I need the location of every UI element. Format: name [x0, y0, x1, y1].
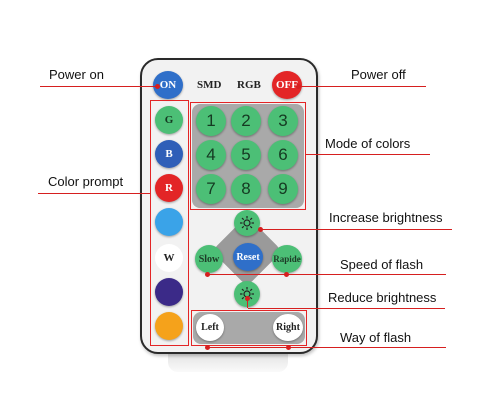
number-button-9[interactable]: 9	[268, 174, 298, 204]
reduce-brightness-dot	[245, 296, 250, 301]
color-prompt-line	[38, 193, 150, 194]
increase-brightness-line	[260, 229, 452, 230]
reduce-brightness-line	[248, 308, 445, 309]
speed-of-flash-line	[207, 274, 446, 275]
number-button-8[interactable]: 8	[231, 174, 261, 204]
rapide-button[interactable]: Rapide	[272, 245, 302, 273]
color-button-white[interactable]: W	[155, 244, 183, 272]
callout-reduce-brightness: Reduce brightness	[328, 290, 437, 305]
reset-button[interactable]: Reset	[233, 243, 263, 271]
smd-label: SMD	[197, 79, 222, 91]
callout-increase-brightness: Increase brightness	[329, 210, 443, 225]
brightness-up-button[interactable]	[234, 210, 260, 236]
speed-of-flash-dot-left	[205, 272, 210, 277]
mode-of-colors-frame	[190, 102, 306, 210]
remote-base-shadow	[168, 354, 288, 372]
color-button-orange[interactable]	[155, 312, 183, 340]
rgb-label: RGB	[237, 79, 261, 91]
way-of-flash-dot-left	[205, 345, 210, 350]
callout-mode-of-colors: Mode of colors	[325, 136, 411, 151]
increase-brightness-dot	[258, 227, 263, 232]
power-on-dot	[155, 84, 160, 89]
power-on-line	[40, 86, 158, 87]
power-off-line	[298, 86, 426, 87]
left-button[interactable]: Left	[196, 314, 224, 341]
number-button-5[interactable]: 5	[231, 140, 261, 170]
power-off-dot	[296, 84, 301, 89]
color-prompt-frame	[150, 100, 189, 346]
callout-speed-of-flash: Speed of flash	[340, 257, 424, 272]
number-button-2[interactable]: 2	[231, 106, 261, 136]
number-button-3[interactable]: 3	[268, 106, 298, 136]
callout-power-off: Power off	[351, 67, 406, 82]
reduce-brightness-vline	[247, 298, 248, 308]
way-of-flash-line	[207, 347, 446, 348]
mode-of-colors-line	[306, 154, 430, 155]
color-button-blue[interactable]: B	[155, 140, 183, 168]
callout-color-prompt: Color prompt	[48, 174, 124, 189]
color-button-light-blue[interactable]	[155, 208, 183, 236]
number-button-6[interactable]: 6	[268, 140, 298, 170]
number-button-1[interactable]: 1	[196, 106, 226, 136]
callout-way-of-flash: Way of flash	[340, 330, 412, 345]
color-button-red[interactable]: R	[155, 174, 183, 202]
color-button-purple[interactable]	[155, 278, 183, 306]
color-button-green[interactable]: G	[155, 106, 183, 134]
way-of-flash-frame	[191, 310, 307, 346]
sun-up-icon	[240, 216, 254, 230]
right-button[interactable]: Right	[273, 314, 303, 341]
slow-button[interactable]: Slow	[195, 245, 223, 273]
number-button-4[interactable]: 4	[196, 140, 226, 170]
way-of-flash-dot-right	[286, 345, 291, 350]
number-button-7[interactable]: 7	[196, 174, 226, 204]
callout-power-on: Power on	[49, 67, 104, 82]
speed-of-flash-dot-right	[284, 272, 289, 277]
